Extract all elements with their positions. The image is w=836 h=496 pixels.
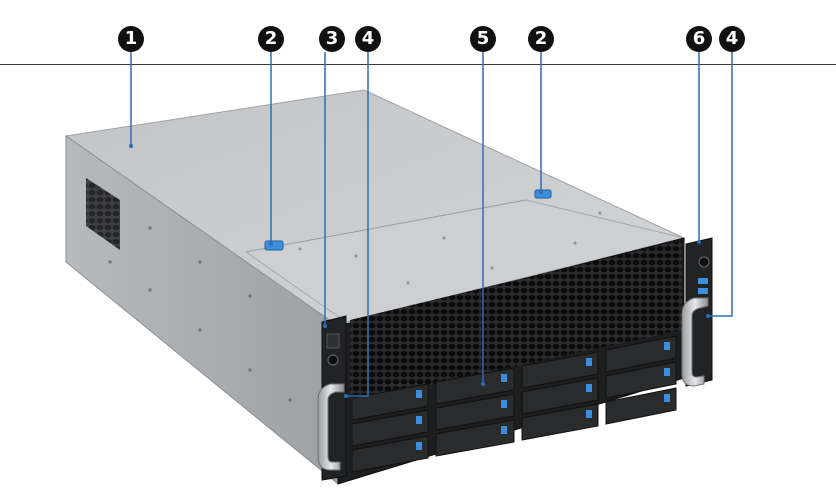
drive-tray — [521, 403, 599, 441]
callout-5: 5 — [470, 26, 496, 52]
drive-tray — [435, 367, 515, 405]
handle-right — [681, 297, 709, 387]
drive-tray — [351, 383, 429, 421]
drive-tray — [521, 377, 599, 415]
release-latch-right — [534, 189, 552, 199]
front-mesh-grille — [350, 240, 682, 402]
drive-tray — [435, 393, 515, 431]
usb-port — [698, 278, 708, 284]
callout-4: 4 — [355, 26, 381, 52]
power-button-right — [698, 256, 710, 268]
drive-tray — [351, 435, 429, 473]
drive-bays — [351, 335, 677, 473]
leader-line-4 — [346, 52, 369, 397]
drive-tray — [605, 335, 677, 373]
callout-4-second: 4 — [719, 26, 745, 52]
divider-line — [0, 64, 836, 65]
power-button-left — [327, 354, 339, 366]
drive-tray — [435, 419, 515, 457]
callout-1: 1 — [118, 26, 144, 52]
callout-2: 2 — [258, 26, 284, 52]
drive-tray — [605, 361, 677, 399]
leader-line-4-second — [708, 52, 733, 317]
handle-left — [317, 383, 345, 471]
callout-2-second: 2 — [528, 26, 554, 52]
drive-tray — [605, 387, 677, 425]
drive-tray — [351, 409, 429, 447]
side-vent — [86, 178, 120, 250]
release-latch-left — [264, 240, 284, 251]
callout-6: 6 — [686, 26, 712, 52]
drive-tray — [521, 351, 599, 389]
callout-3: 3 — [319, 26, 345, 52]
